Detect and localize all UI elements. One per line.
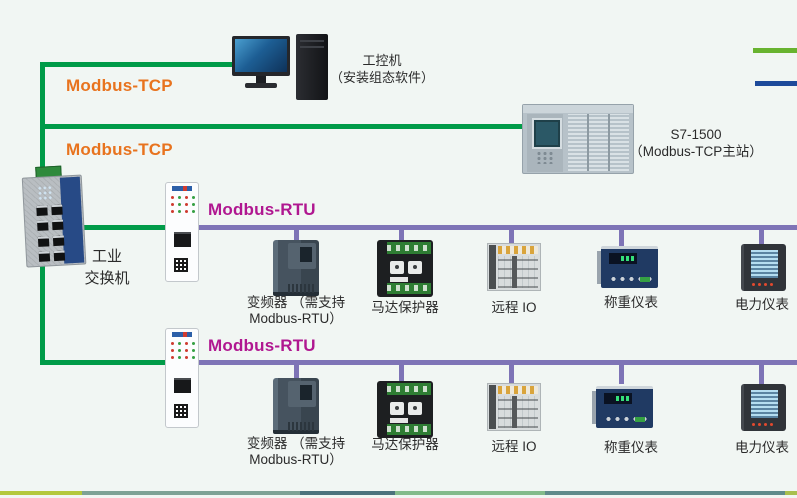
plc-icon — [522, 96, 634, 180]
vfd-note: （需支持Modbus-RTU） — [249, 436, 346, 467]
weighing-indicator-label: 称重仪表 — [604, 440, 658, 455]
remote-io-label: 远程 IO — [491, 300, 537, 315]
remote-io-icon — [487, 383, 541, 431]
motor-protector-icon — [377, 240, 433, 297]
power-meter-icon — [741, 244, 786, 291]
weighing-indicator-icon — [592, 386, 653, 428]
legend-line-blue — [755, 81, 797, 86]
rtu-bus2-drop-motor-protector — [399, 365, 404, 384]
rtu-bus2-line — [199, 360, 797, 365]
modbus-rtu-label-bus1: Modbus-RTU — [208, 200, 316, 219]
rtu-bus1-line — [199, 225, 797, 230]
bottom-border-stripe — [0, 491, 797, 495]
motor-protector-label: 马达保护器 — [371, 437, 439, 452]
tcp-line-to-plc — [40, 124, 524, 129]
power-meter-label: 电力仪表 — [735, 297, 789, 312]
modbus-gateway-icon — [165, 182, 199, 282]
power-meter-icon — [741, 384, 786, 431]
vfd-note: （需支持Modbus-RTU） — [249, 295, 346, 326]
vfd-name: 变频器 — [246, 295, 288, 310]
modbus-rtu-label-bus2: Modbus-RTU — [208, 336, 316, 355]
plc-label: S7-1500 （Modbus-TCP主站） — [612, 126, 780, 160]
modbus-gateway-icon — [165, 328, 199, 428]
modbus-tcp-label-mid: Modbus-TCP — [66, 140, 173, 159]
tcp-line-to-pc — [40, 62, 236, 67]
legend-line-green — [753, 48, 797, 53]
remote-io-icon — [487, 243, 541, 291]
switch-name-line1: 工业 — [91, 248, 122, 265]
rtu-bus2-drop-weighing — [619, 365, 624, 384]
vfd-label: 变频器 （需支持Modbus-RTU） — [226, 436, 366, 468]
rtu-bus2-drop-remote-io — [509, 365, 514, 384]
industrial-pc-label: 工控机 （安装组态软件） — [317, 52, 447, 86]
rtu-bus1-drop-weighing — [619, 230, 624, 249]
switch-name-line2: 交换机 — [84, 270, 130, 287]
rtu-bus1-drop-motor-protector — [399, 230, 404, 249]
industrial-switch-label: 工业 交换机 — [74, 246, 140, 290]
rtu-bus2-drop-vfd — [294, 365, 299, 384]
rtu-bus1-drop-vfd — [294, 230, 299, 249]
rtu-bus1-drop-remote-io — [509, 230, 514, 249]
remote-io-label: 远程 IO — [491, 439, 537, 454]
vfd-label: 变频器 （需支持Modbus-RTU） — [226, 295, 366, 327]
weighing-indicator-icon — [597, 246, 658, 288]
motor-protector-icon — [377, 381, 433, 438]
plc-name: S7-1500 — [670, 127, 722, 142]
vfd-icon — [273, 240, 319, 296]
plc-note: （Modbus-TCP主站） — [629, 144, 763, 159]
weighing-indicator-label: 称重仪表 — [604, 295, 658, 310]
industrial-pc-note: （安装组态软件） — [329, 70, 434, 85]
modbus-tcp-label-top: Modbus-TCP — [66, 76, 173, 95]
trunk-to-gateway2-line — [40, 360, 167, 365]
desktop-pc-icon — [232, 34, 332, 106]
motor-protector-label: 马达保护器 — [371, 300, 439, 315]
rtu-bus1-drop-power-meter — [759, 230, 764, 249]
switch-to-gateway1-line — [78, 225, 166, 230]
vfd-icon — [273, 378, 319, 434]
power-meter-label: 电力仪表 — [735, 440, 789, 455]
rtu-bus2-drop-power-meter — [759, 365, 764, 384]
vfd-name: 变频器 — [246, 436, 288, 451]
industrial-pc-name: 工控机 — [362, 53, 402, 68]
